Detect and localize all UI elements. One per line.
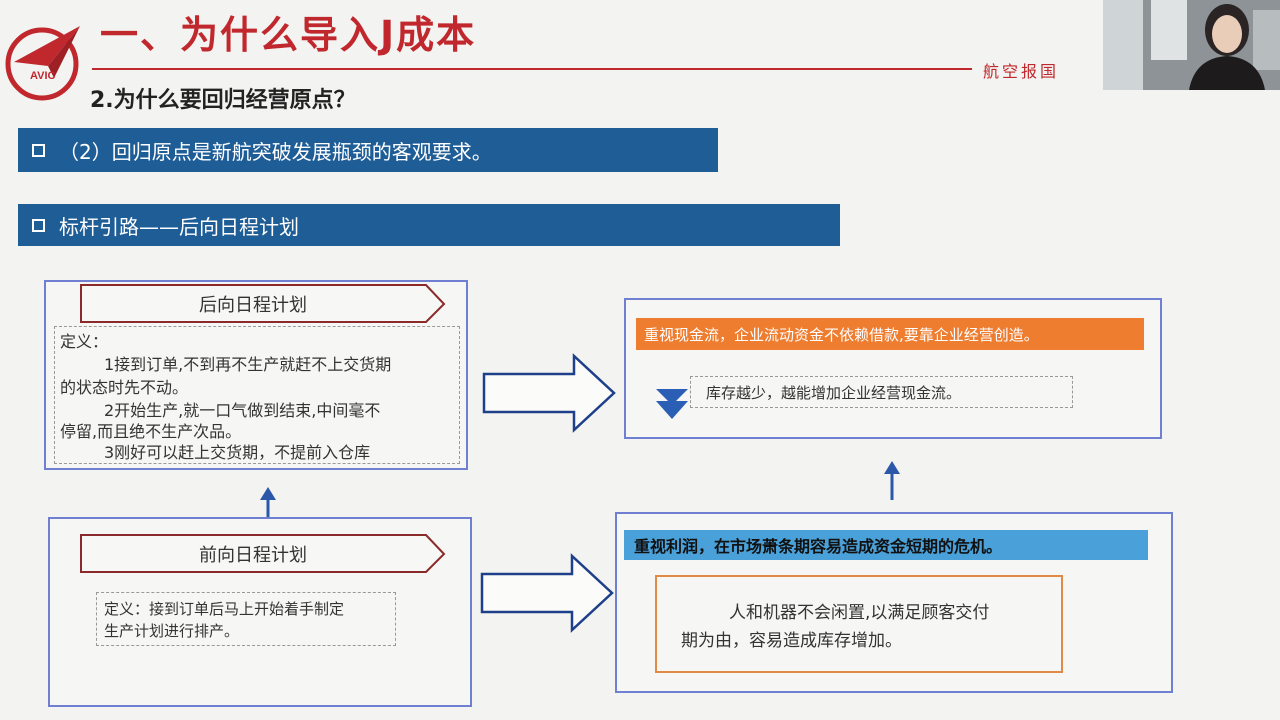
double-chevron-down-icon [656,389,688,419]
profit-headline: 重视利润，在市场萧条期容易造成资金短期的危机。 [624,530,1148,560]
checkbox-square-icon [32,218,45,232]
presenter-video[interactable] [1103,0,1280,90]
page-title: 一、为什么导入J成本 [100,13,477,57]
title-divider [92,68,972,70]
section-banner-benchmark: 标杆引路——后向日程计划 [18,204,840,246]
backward-definition-frame [54,326,460,464]
cash-flow-detail-frame [690,376,1073,408]
backward-line-1: 1接到订单,不到再不生产就赶不上交货期 [104,355,392,374]
forward-schedule-label: 前向日程计划 [199,545,307,566]
right-arrow-icon [482,353,616,433]
backward-line-3: 2开始生产,就一口气做到结束,中间毫不 [104,401,381,420]
backward-line-5: 3刚好可以赶上交货期，不提前入仓库 [104,443,371,462]
avic-logo-icon [5,26,80,101]
cash-flow-headline: 重视现金流，企业流动资金不依赖借款,要靠企业经营创造。 [636,318,1144,350]
cash-flow-detail: 库存越少，越能增加企业经营现金流。 [706,384,962,402]
slogan: 航空报国 [983,62,1060,81]
right-arrow-icon [480,553,614,633]
backward-definition-title: 定义： [60,332,109,351]
up-arrow-icon [884,461,900,500]
backward-line-2: 的状态时先不动。 [60,378,189,397]
presenter-avatar-icon [1103,0,1280,90]
checkbox-square-icon [32,143,45,157]
page-subtitle: 2.为什么要回归经营原点？ [90,88,356,113]
forward-definition-frame [96,592,396,646]
profit-detail-line-2: 期为由，容易造成库存增加。 [681,631,902,651]
avic-logo: AVIC [2,20,84,102]
backward-label-pentagon-icon [80,284,446,323]
forward-definition-line-1: 定义：接到订单后马上开始着手制定 [104,600,345,618]
backward-line-4: 停留,而且绝不生产次品。 [60,422,242,441]
profit-detail-box: 人和机器不会闲置,以满足顾客交付 期为由，容易造成库存增加。 [655,575,1063,673]
logo-text: AVIC [30,70,56,82]
banner-text: 标杆引路——后向日程计划 [59,214,299,239]
banner-text: （2）回归原点是新航突破发展瓶颈的客观要求。 [59,139,492,164]
backward-schedule-label: 后向日程计划 [199,295,307,316]
forward-label-pentagon-icon [80,534,446,573]
section-banner-requirement: （2）回归原点是新航突破发展瓶颈的客观要求。 [18,128,718,172]
forward-definition-line-2: 生产计划进行排产。 [104,622,240,640]
profit-detail-line-1: 人和机器不会闲置,以满足顾客交付 [729,603,990,623]
